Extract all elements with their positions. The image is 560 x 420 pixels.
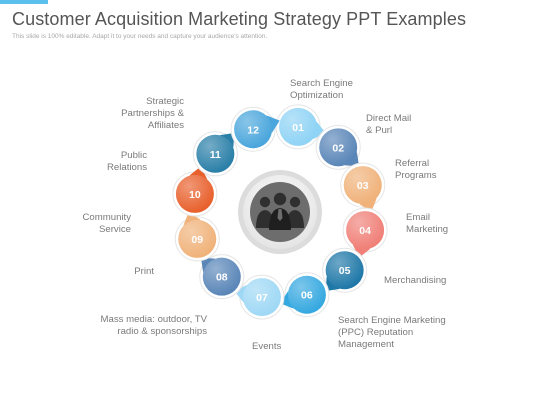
step-node-shine (343, 166, 382, 205)
step-node-12: 12 (230, 106, 280, 152)
step-node-07: 07 (234, 274, 285, 320)
step-node-shine (325, 251, 364, 290)
step-label-05: Merchandising (384, 275, 446, 286)
step-number: 08 (216, 272, 228, 284)
step-number: 10 (189, 189, 201, 201)
step-number: 05 (339, 265, 351, 277)
step-label-02: Direct Mail& Purl (366, 113, 411, 136)
step-node-01: 01 (275, 104, 326, 150)
step-node-shine (196, 134, 235, 173)
step-number: 11 (210, 149, 221, 161)
step-node-shine (346, 211, 385, 250)
step-node-shine (175, 174, 214, 213)
step-node-shine (279, 107, 318, 146)
step-number: 02 (332, 142, 344, 154)
step-node-09: 09 (174, 212, 220, 262)
step-node-shine (287, 275, 326, 314)
step-arrow-icon (183, 212, 201, 226)
page-subtitle: This slide is 100% editable. Adapt it to… (12, 33, 268, 40)
step-number: 01 (292, 122, 304, 134)
step-node-04: 04 (342, 207, 388, 258)
step-number: 03 (357, 180, 369, 192)
accent-bar (0, 0, 48, 4)
step-node-shine (178, 219, 217, 258)
page-title: Customer Acquisition Marketing Strategy … (12, 9, 467, 29)
step-node-03: 03 (340, 162, 386, 212)
people-group-icon (256, 192, 304, 230)
step-arrow-icon (359, 198, 377, 212)
step-node-shine (242, 278, 281, 317)
step-number: 07 (256, 292, 268, 304)
step-number: 06 (301, 290, 313, 302)
step-node-08: 08 (199, 254, 245, 300)
step-node-10: 10 (172, 166, 218, 217)
step-node-shine (202, 257, 241, 296)
step-node-11: 11 (192, 131, 238, 177)
step-node-06: 06 (280, 272, 330, 318)
step-node-shine (234, 110, 273, 149)
step-node-02: 02 (315, 124, 361, 170)
step-label-07: Events (252, 341, 282, 352)
step-arrow-icon (266, 115, 280, 133)
step-arrow-icon (280, 291, 294, 309)
step-number: 04 (359, 225, 371, 237)
step-number: 09 (191, 234, 203, 246)
step-label-09: Print (134, 266, 154, 277)
step-number: 12 (247, 124, 259, 136)
step-node-shine (319, 128, 358, 167)
step-ring: 01 02 03 04 05 06 07 08 09 10 11 12 (172, 104, 388, 320)
step-node-05: 05 (322, 247, 368, 293)
